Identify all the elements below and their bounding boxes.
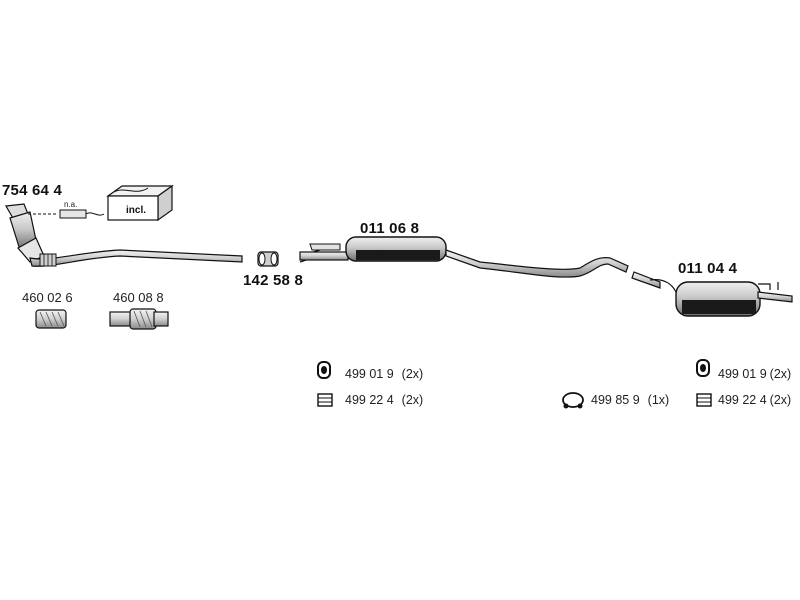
exhaust-clamp <box>257 251 279 267</box>
gasket-kit-box: incl. <box>106 184 174 222</box>
part-number-flex-pipe-1: 460 02 6 <box>22 290 73 305</box>
legend-qty: (2x) <box>769 367 792 381</box>
sensor-not-available-label: n.a. <box>64 200 78 209</box>
legend-qty: (2x) <box>401 367 424 381</box>
flex-pipe-2 <box>109 308 169 330</box>
part-number-rear-silencer: 011 04 4 <box>678 260 738 277</box>
legend-qty: (2x) <box>401 393 424 407</box>
pipe-clamp-icon <box>317 393 333 407</box>
pipe-clamp-icon <box>696 393 712 407</box>
middle-silencer <box>299 236 629 278</box>
kit-included-label: incl. <box>126 205 146 216</box>
legend-rear-rubber: 499 01 9 (2x) <box>718 367 791 381</box>
legend-qty: (1x) <box>647 393 670 407</box>
flex-pipe-1 <box>35 309 67 329</box>
legend-code: 499 85 9 <box>591 393 640 407</box>
legend-qty: (2x) <box>769 393 792 407</box>
legend-code: 499 22 4 <box>345 393 394 407</box>
legend-code: 499 22 4 <box>718 393 767 407</box>
part-number-flex-pipe-2: 460 08 8 <box>113 290 164 305</box>
part-number-catalyst: 754 64 4 <box>2 182 62 199</box>
legend-middle-clamp: 499 22 4 (2x) <box>345 393 423 407</box>
rear-silencer <box>631 271 793 317</box>
rubber-ring-icon <box>562 392 584 409</box>
lambda-sensor <box>28 209 105 219</box>
legend-code: 499 01 9 <box>718 367 767 381</box>
legend-code: 499 01 9 <box>345 367 394 381</box>
part-number-clamp: 142 58 8 <box>243 272 303 289</box>
rubber-mount-icon <box>696 359 710 377</box>
part-number-middle-silencer: 011 06 8 <box>360 220 420 237</box>
legend-middle-rubber: 499 01 9 (2x) <box>345 367 423 381</box>
legend-rear-clamp: 499 22 4 (2x) <box>718 393 791 407</box>
rubber-mount-icon <box>317 361 331 379</box>
legend-rear-ring: 499 85 9 (1x) <box>591 393 669 407</box>
catalytic-converter <box>5 203 243 267</box>
